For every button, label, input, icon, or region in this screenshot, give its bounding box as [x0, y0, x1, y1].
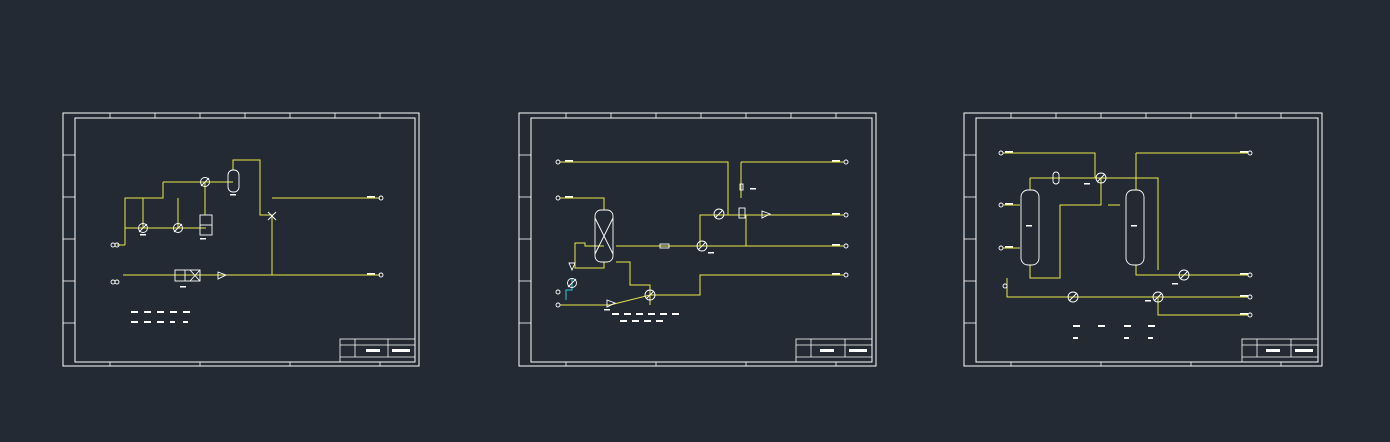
sheet-2-inner-border — [530, 117, 873, 363]
drawing-sheet-2[interactable] — [518, 112, 877, 367]
sheet-2-equipment — [555, 159, 849, 308]
sheet-1-inner-border — [74, 117, 416, 363]
sheet-3-process-lines — [1003, 152, 1248, 316]
sheet-3-zone-ticks — [964, 113, 1282, 366]
sheet-2-title-block — [795, 338, 873, 363]
sheet-2-cyan-line — [565, 278, 573, 300]
sheet-3-tag-labels — [1005, 151, 1248, 339]
sheet-3-title-block — [1241, 338, 1319, 363]
sheet-2-zone-ticks — [519, 113, 837, 366]
sheet-2-process-lines — [560, 161, 844, 306]
sheet-3-inner-border — [975, 117, 1319, 363]
sheet-1-process-lines — [117, 159, 380, 276]
sheet-2-tag-labels — [565, 160, 840, 322]
sheet-1-outer-border — [62, 112, 420, 367]
drawing-sheet-3[interactable] — [963, 112, 1323, 367]
sheet-1-tag-labels — [131, 194, 375, 323]
sheet-1-equipment — [110, 169, 384, 285]
sheet-3-outer-border — [963, 112, 1323, 367]
sheet-1-title-block — [339, 338, 416, 363]
sheet-2-outer-border — [518, 112, 877, 367]
sheet-1-zone-ticks — [63, 113, 381, 366]
drawing-sheet-1[interactable] — [62, 112, 420, 367]
sheet-3-equipment — [998, 150, 1253, 318]
